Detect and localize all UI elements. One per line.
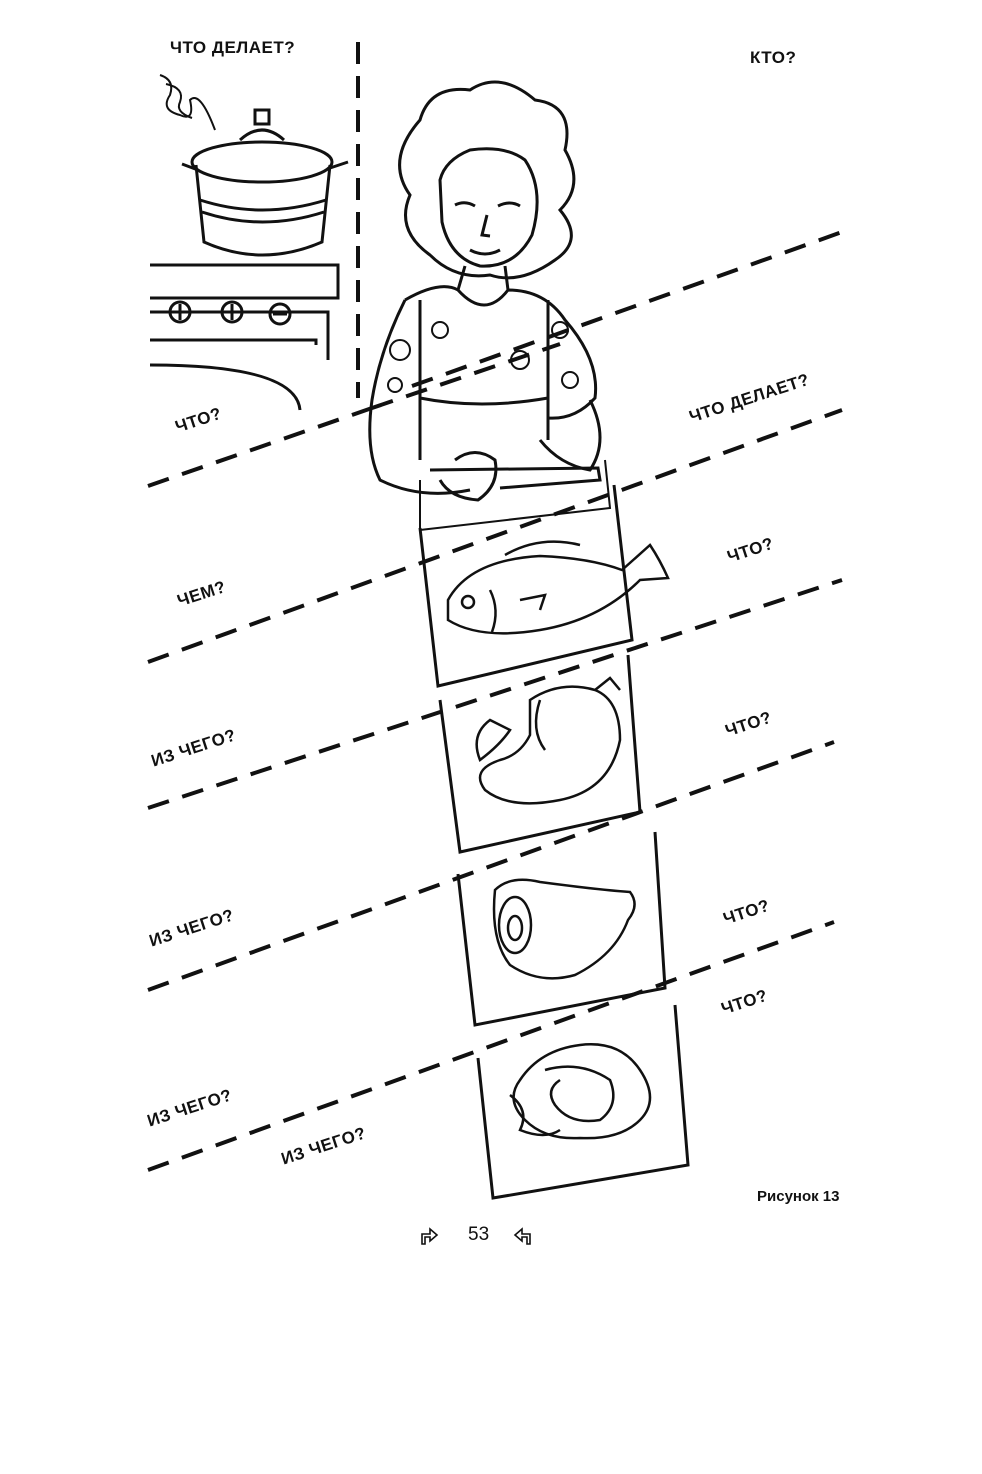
page-footer: 53: [418, 1222, 548, 1252]
figure-caption: Рисунок 13: [757, 1188, 840, 1205]
label-who: КТО?: [750, 48, 797, 67]
pot-on-stove-illustration: [149, 74, 349, 411]
cabbage-card: [509, 1043, 652, 1140]
chicken-card: [475, 676, 622, 805]
label-does-top: ЧТО ДЕЛАЕТ?: [170, 38, 296, 57]
dashed-cut-lines: [147, 230, 843, 1172]
next-page-icon[interactable]: [418, 1222, 440, 1248]
woman-cook-illustration: [368, 80, 612, 532]
page-number: 53: [468, 1224, 490, 1245]
prev-page-icon[interactable]: [512, 1222, 534, 1248]
card-strip: [418, 484, 690, 1200]
fish-card: [446, 540, 670, 635]
ham-card: [492, 878, 636, 980]
